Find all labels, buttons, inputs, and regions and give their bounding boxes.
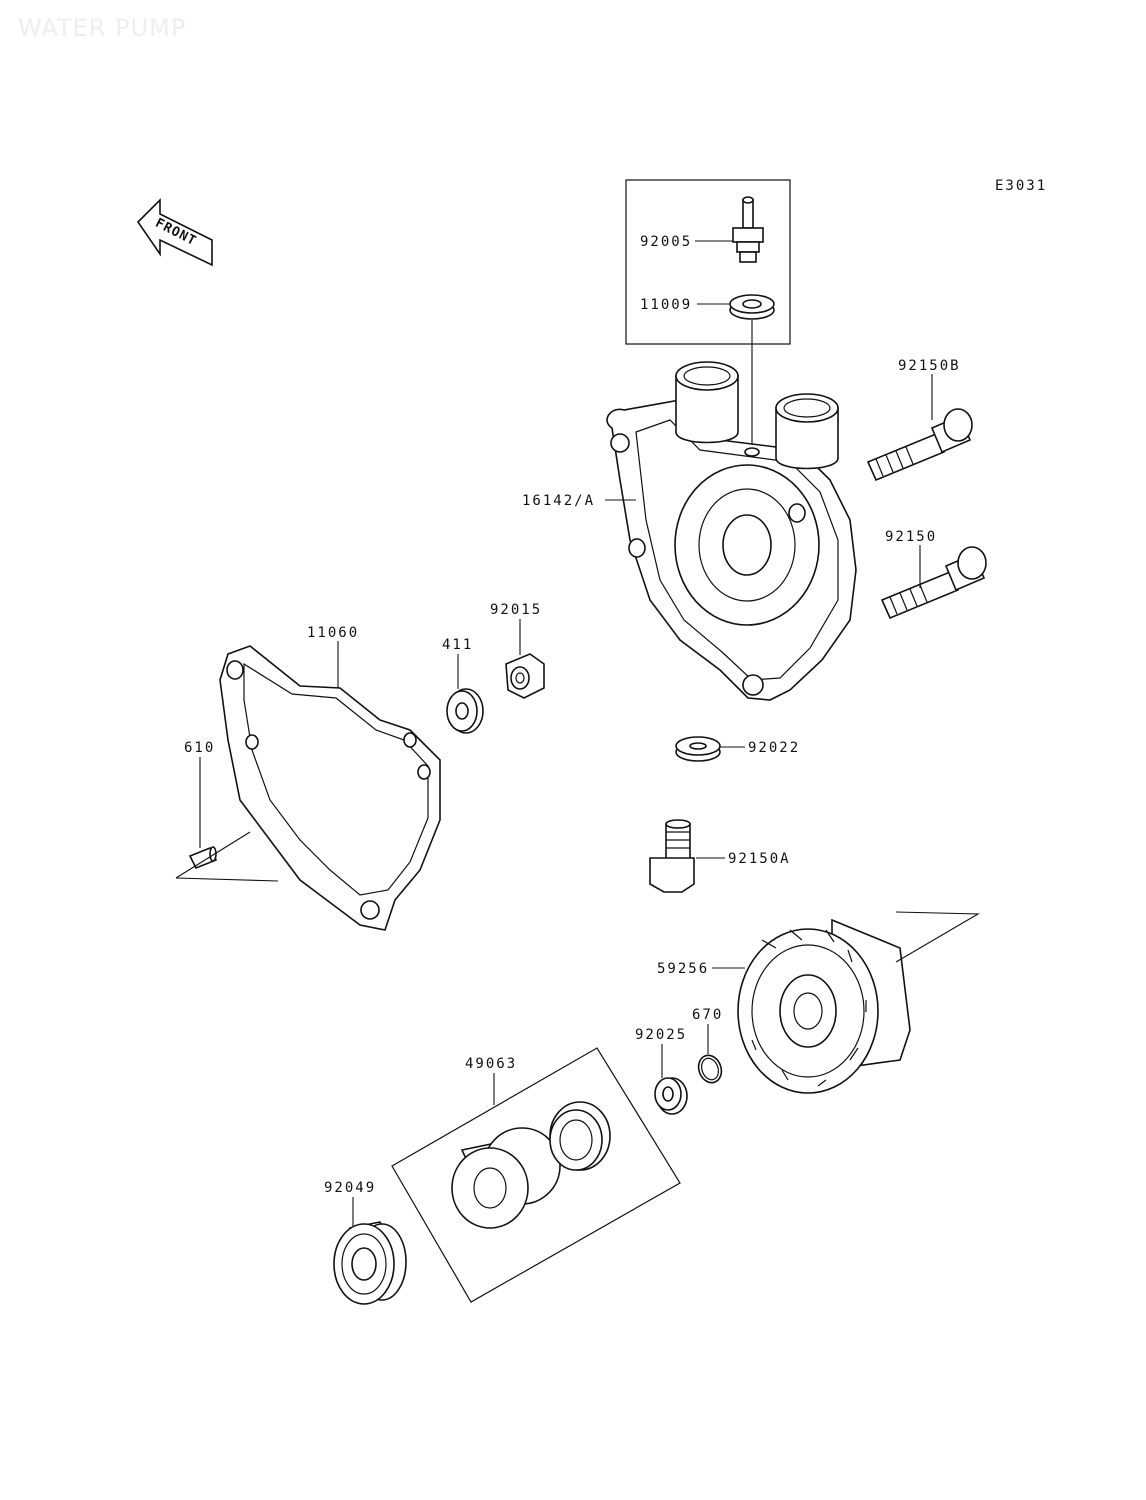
label-92049: 92049 (324, 1180, 376, 1196)
label-92005: 92005 (640, 234, 692, 250)
bolt-92150 (880, 546, 987, 620)
label-411: 411 (442, 637, 473, 653)
label-92150B: 92150B (898, 358, 961, 374)
washer-92025 (654, 1077, 688, 1115)
washer-92022 (675, 736, 721, 762)
label-59256: 59256 (657, 961, 709, 977)
front-arrow-icon: FRONT (136, 198, 213, 267)
washer-11009 (729, 294, 775, 320)
impeller-59256 (737, 918, 911, 1094)
seal-kit-box (391, 1047, 681, 1303)
o-ring-670 (697, 1054, 723, 1084)
washer-411 (446, 688, 484, 734)
label-92150A: 92150A (728, 851, 791, 867)
seal-49063 (451, 1101, 611, 1229)
label-92025: 92025 (635, 1027, 687, 1043)
label-16142A: 16142/A (522, 493, 595, 509)
label-92022: 92022 (748, 740, 800, 756)
bleeder-group-box (625, 179, 791, 345)
label-11060: 11060 (307, 625, 359, 641)
bolt-92150B (866, 408, 973, 482)
label-49063: 49063 (465, 1056, 517, 1072)
pump-cover-16142A (606, 361, 857, 701)
bolt-92150A (649, 819, 695, 893)
diagram-title: WATER PUMP (18, 14, 187, 42)
explode-line-right (895, 911, 980, 963)
label-92015: 92015 (490, 602, 542, 618)
gasket-11060 (219, 645, 441, 931)
label-610: 610 (184, 740, 215, 756)
label-92150: 92150 (885, 529, 937, 545)
dowel-pin-610 (188, 846, 218, 870)
diagram-code: E3031 (995, 178, 1047, 194)
label-670: 670 (692, 1007, 723, 1023)
bearing-92049 (333, 1221, 407, 1305)
bleeder-bolt-92005 (732, 196, 764, 263)
nut-92015 (505, 653, 545, 699)
label-11009: 11009 (640, 297, 692, 313)
explode-line-left (175, 831, 279, 882)
